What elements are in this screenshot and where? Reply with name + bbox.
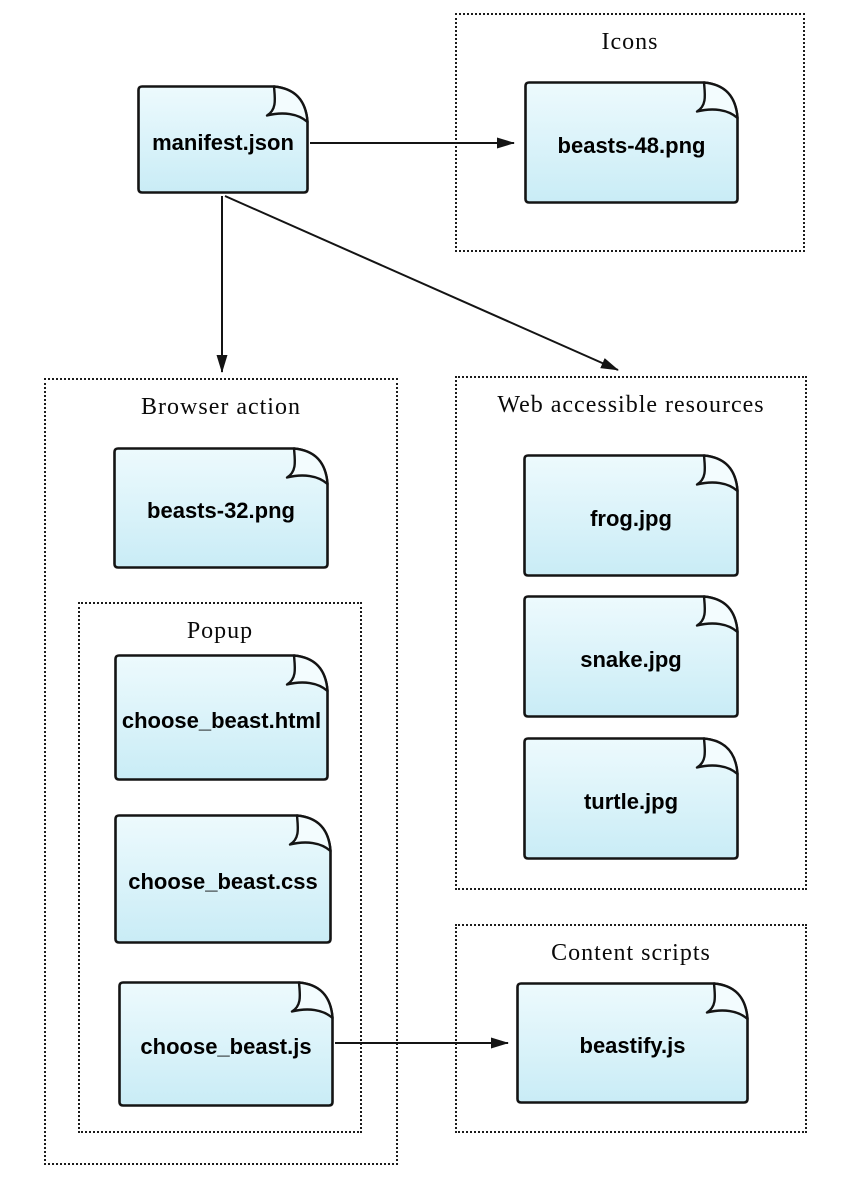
file-manifest-json-label: manifest.json <box>152 129 294 155</box>
document-icon <box>113 447 329 569</box>
file-choose-beast-js: choose_beast.js <box>117 980 335 1108</box>
file-choose-beast-css-label: choose_beast.css <box>128 869 318 894</box>
file-beastify-js: beastify.js <box>515 981 750 1105</box>
group-icons-title: Icons <box>601 29 659 55</box>
group-web-accessible-resources-title: Web accessible resources <box>497 392 765 418</box>
file-beasts-32-png: beasts-32.png <box>112 446 330 570</box>
group-icons: Icons <box>455 13 805 252</box>
group-browser-action-title: Browser action <box>141 394 301 420</box>
document-icon <box>523 737 739 860</box>
document-icon <box>114 814 332 944</box>
document-icon <box>137 85 309 194</box>
file-snake-jpg: snake.jpg <box>522 594 740 719</box>
file-beastify-js-label: beastify.js <box>579 1033 686 1058</box>
file-turtle-jpg: turtle.jpg <box>522 736 740 861</box>
group-content-scripts: Content scripts <box>455 924 807 1133</box>
file-beasts-32-png-label: beasts-32.png <box>147 498 295 523</box>
document-icon <box>524 81 739 204</box>
document-icon <box>114 654 329 781</box>
document-icon <box>516 982 749 1104</box>
document-icon <box>523 595 739 718</box>
group-web-accessible-resources: Web accessible resources <box>455 376 807 890</box>
file-choose-beast-html: choose_beast.html <box>113 653 330 782</box>
file-snake-jpg-label: snake.jpg <box>580 646 682 672</box>
file-beasts-48-png-label: beasts-48.png <box>557 132 706 158</box>
document-icon <box>118 981 334 1107</box>
file-frog-jpg: frog.jpg <box>522 453 740 578</box>
group-popup: Popup <box>78 602 362 1133</box>
group-popup-title: Popup <box>186 618 254 644</box>
file-manifest-json: manifest.json <box>136 84 310 195</box>
file-choose-beast-html-label: choose_beast.html <box>121 707 322 733</box>
file-choose-beast-css: choose_beast.css <box>113 813 333 945</box>
file-beasts-48-png: beasts-48.png <box>523 80 740 205</box>
file-frog-jpg-label: frog.jpg <box>590 505 672 531</box>
file-choose-beast-js-label: choose_beast.js <box>140 1034 312 1059</box>
group-browser-action: Browser action <box>44 378 398 1165</box>
document-icon <box>523 454 739 577</box>
file-turtle-jpg-label: turtle.jpg <box>583 788 679 814</box>
group-content-scripts-title: Content scripts <box>551 940 711 966</box>
